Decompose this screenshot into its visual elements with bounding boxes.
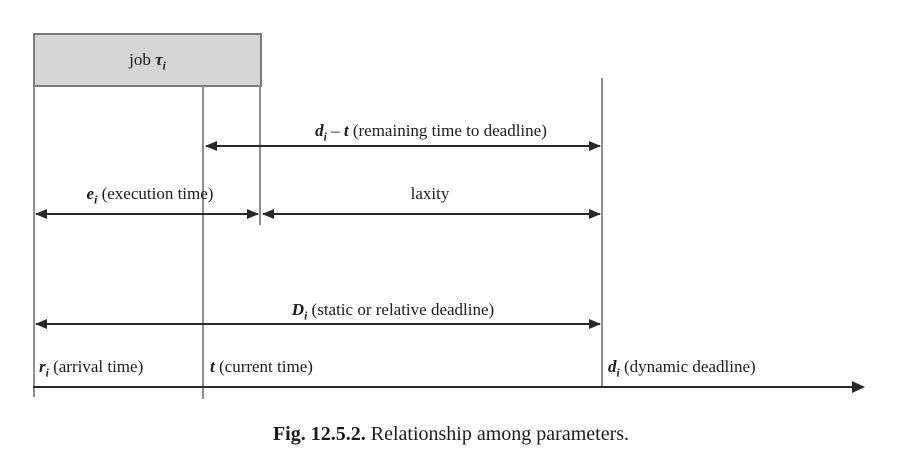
arrival-time-line xyxy=(33,86,35,397)
execution-time-label: ei (execution time) xyxy=(86,184,214,207)
remaining-time-label: di – t (remaining time to deadline) xyxy=(315,121,547,144)
execution-end-line xyxy=(259,86,261,225)
job-box-label: job τi xyxy=(129,50,166,73)
deadline-line xyxy=(601,78,603,388)
time-axis xyxy=(33,381,865,393)
relative-deadline-label: Di (static or relative deadline) xyxy=(291,300,495,323)
laxity-label: laxity xyxy=(410,184,450,203)
caption-number: Fig. 12.5.2. xyxy=(272,423,366,445)
relative-deadline-arrow xyxy=(35,319,601,329)
job-box: job τi xyxy=(33,33,262,87)
execution-time-arrow xyxy=(35,209,259,219)
figure-caption: Fig. 12.5.2. Relationship among paramete… xyxy=(0,423,902,446)
dynamic-deadline-label: di (dynamic deadline) xyxy=(608,357,756,380)
arrival-time-label: ri (arrival time) xyxy=(39,357,144,380)
current-time-line xyxy=(202,86,204,399)
remaining-time-arrow xyxy=(205,141,601,151)
laxity-arrow xyxy=(262,209,601,219)
current-time-label: t (current time) xyxy=(210,357,313,376)
caption-text: Relationship among parameters. xyxy=(370,423,630,445)
